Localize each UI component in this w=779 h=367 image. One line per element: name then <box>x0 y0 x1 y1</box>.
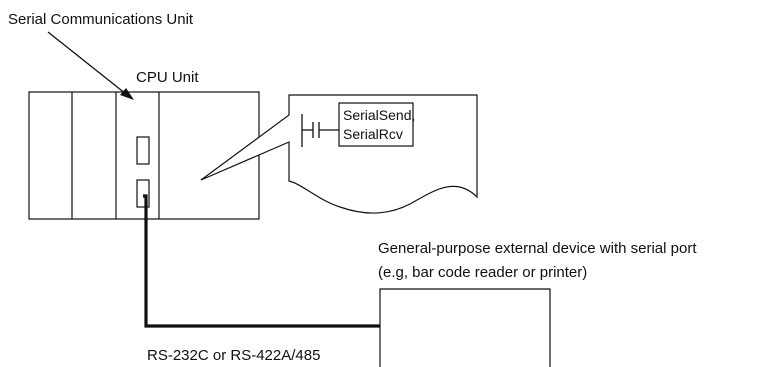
serial-unit-pointer-arrow <box>47 31 134 100</box>
external-device-label: General-purpose external device with ser… <box>378 240 697 257</box>
external-device-examples: (e.g, bar code reader or printer) <box>378 264 587 281</box>
instruction-serialsend: SerialSend, <box>343 107 415 123</box>
serial-unit-label: Serial Communications Unit <box>8 11 194 28</box>
cpu-unit-label: CPU Unit <box>136 69 199 86</box>
serial-cable <box>143 194 380 328</box>
plc-rack <box>28 91 260 220</box>
external-device <box>379 288 551 367</box>
serial-port-2 <box>136 179 150 208</box>
cable-type-label: RS-232C or RS-422A/485 <box>147 347 320 364</box>
instruction-serialrcv: SerialRcv <box>343 126 403 142</box>
normally-open-contact-icon <box>301 114 339 147</box>
instruction-box <box>338 102 414 147</box>
serial-port-1 <box>136 136 150 165</box>
